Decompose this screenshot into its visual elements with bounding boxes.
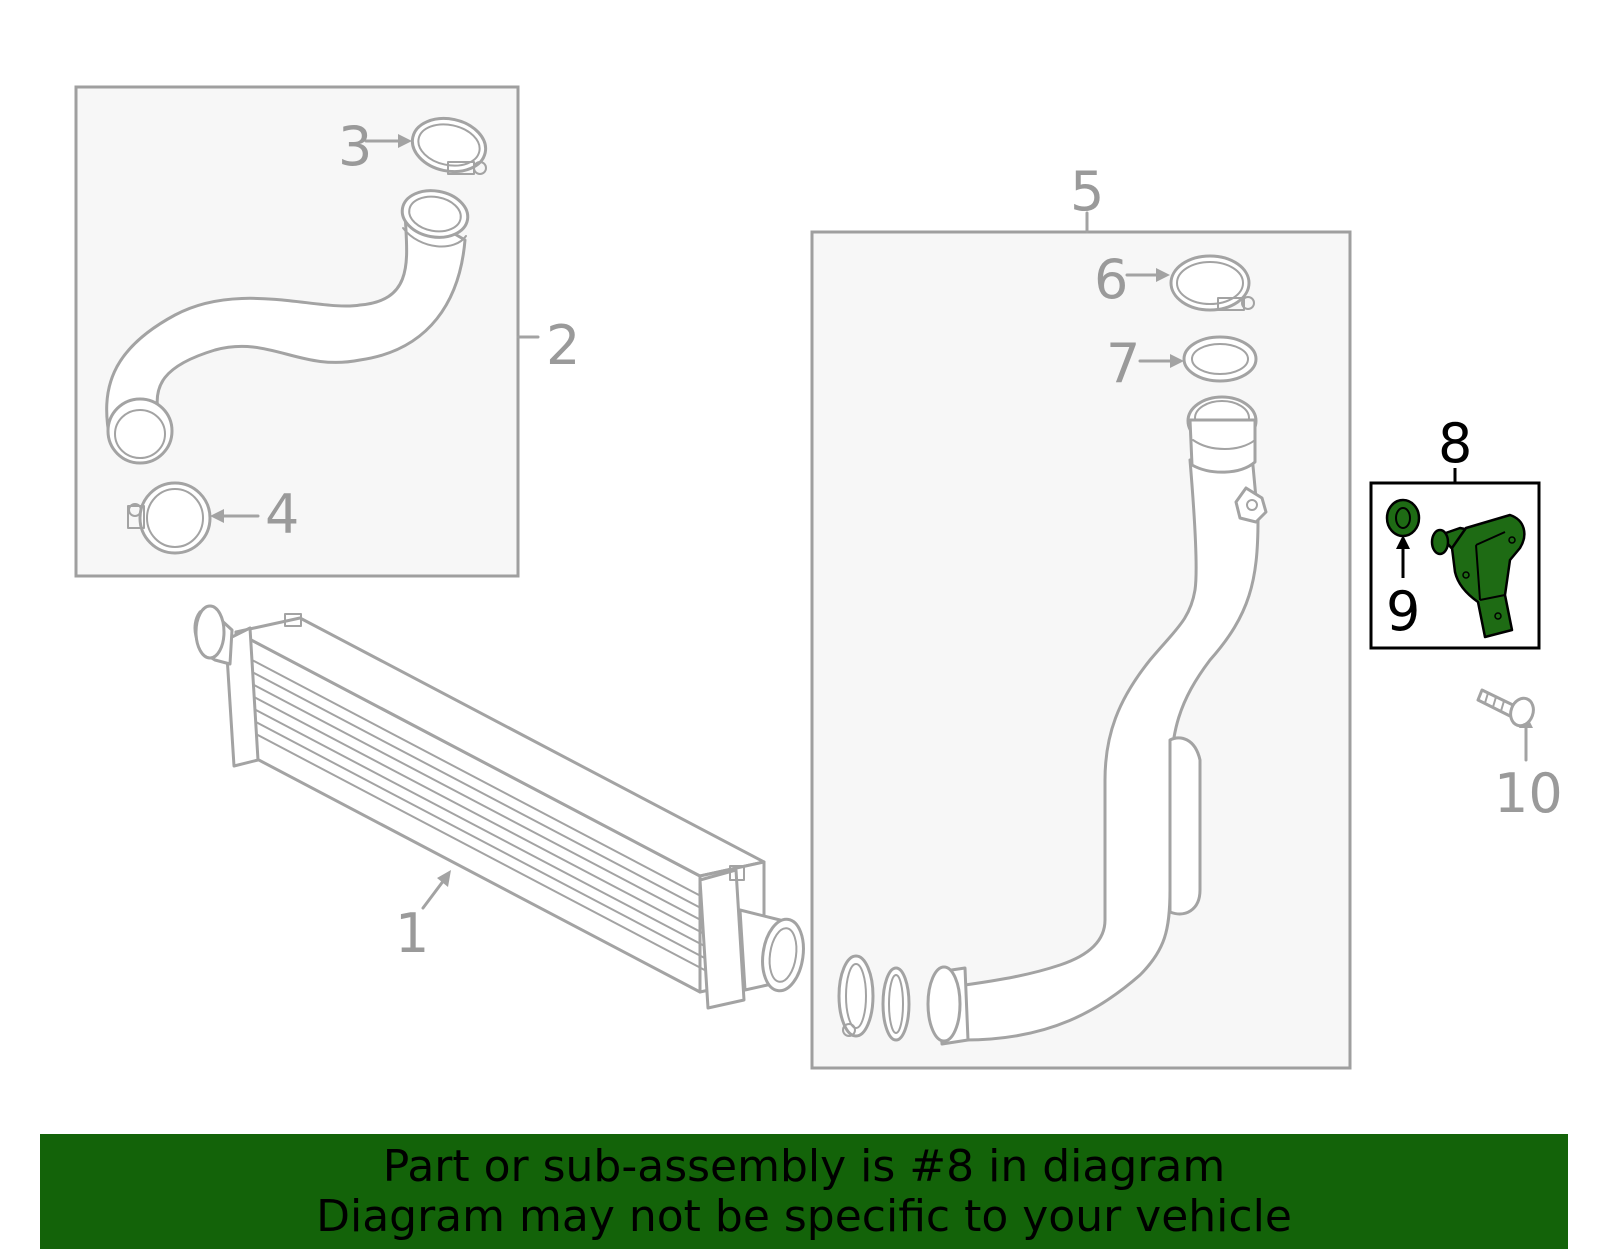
callout-10: 10: [1494, 762, 1563, 825]
callout-4: 4: [265, 483, 299, 546]
oring-part-7: [1182, 335, 1258, 383]
callout-6: 6: [1094, 248, 1128, 311]
group-5-box: [810, 230, 1352, 1070]
callout-3: 3: [338, 115, 372, 178]
callout-8: 8: [1438, 412, 1472, 475]
arrow-9: [1396, 535, 1410, 578]
info-banner: Part or sub-assembly is #8 in diagram Di…: [40, 1134, 1568, 1249]
seal-part-9: [1385, 498, 1421, 538]
clamp-part-4: [127, 481, 212, 555]
arrow-7: [1138, 354, 1184, 368]
sensor-part-8[interactable]: [1430, 513, 1526, 639]
hose-part-2: [105, 189, 470, 465]
arrow-4: [210, 509, 260, 523]
banner-line-2: Diagram may not be specific to your vehi…: [316, 1190, 1292, 1242]
banner-line-1: Part or sub-assembly is #8 in diagram: [382, 1140, 1226, 1192]
callout-9: 9: [1386, 580, 1420, 643]
arrow-3: [364, 134, 412, 148]
clamp-part-6: [1169, 254, 1255, 312]
callout-5: 5: [1070, 160, 1104, 223]
bolt-part-10: [1476, 688, 1535, 728]
clamp-part-3: [410, 116, 488, 175]
intercooler-part-1: [193, 604, 805, 1010]
charge-pipe: [837, 395, 1268, 1046]
callout-1: 1: [395, 902, 429, 965]
arrow-6: [1125, 268, 1170, 282]
arrow-1: [421, 870, 451, 910]
callout-7: 7: [1106, 332, 1140, 395]
callout-2: 2: [546, 314, 580, 377]
